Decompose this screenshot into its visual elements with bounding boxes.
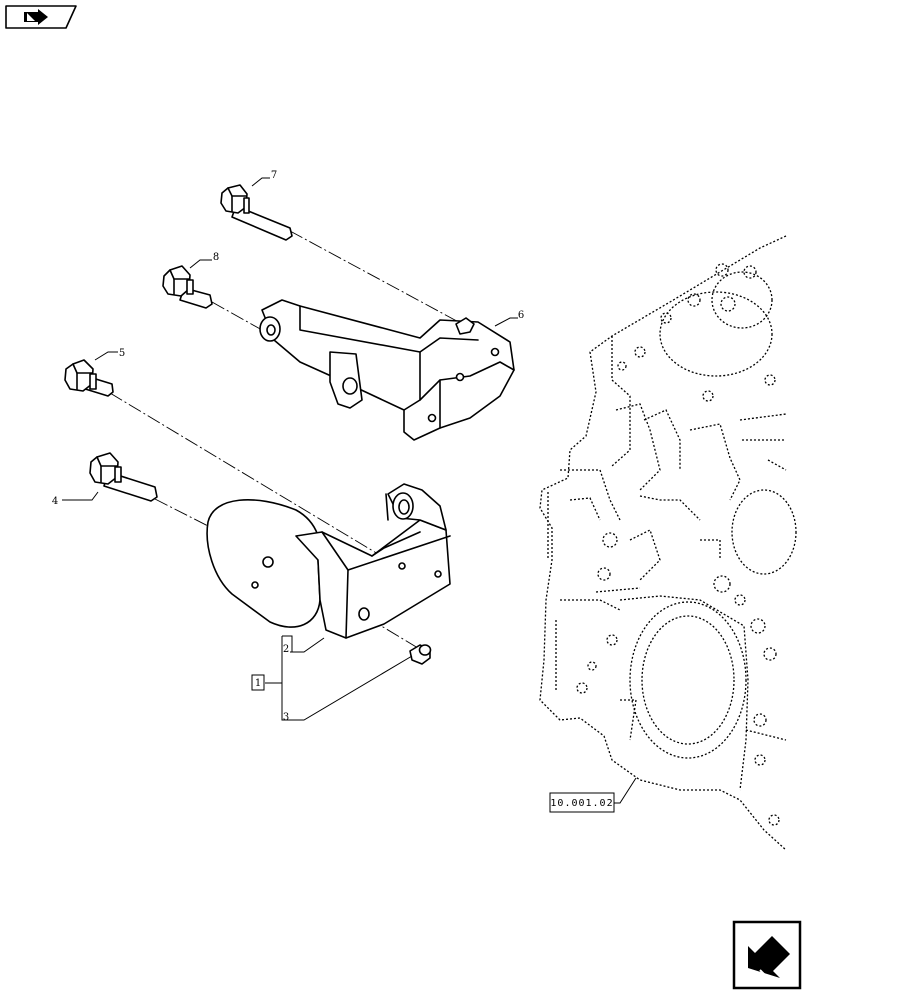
- bolt-5: [64, 359, 114, 397]
- callout-1-text: 1: [255, 678, 261, 689]
- callout-7-text: 7: [271, 170, 277, 181]
- callout-5-text: 5: [119, 348, 125, 359]
- bolt-7: [220, 184, 293, 241]
- callout-6-text: 6: [518, 310, 524, 321]
- callout-4-text: 4: [52, 496, 58, 507]
- bolt-8: [162, 265, 213, 309]
- reference-label-text: 10.001.02: [550, 798, 613, 809]
- callout-8-text: 8: [213, 252, 219, 263]
- dowel-pin-3: [409, 644, 432, 665]
- bracket-6: [259, 299, 515, 441]
- reference-label[interactable]: 10.001.02: [549, 792, 615, 813]
- bolt-4: [89, 452, 158, 502]
- callout-2-text: 2: [283, 644, 289, 655]
- callout-label-1: 1: [251, 674, 265, 691]
- book-page-arrow-icon[interactable]: [5, 5, 77, 29]
- engine-block-reference: [539, 235, 797, 851]
- support-body-2: [206, 483, 451, 639]
- callout-3-text: 3: [283, 712, 289, 723]
- callout-leaders: [62, 177, 637, 804]
- previous-page-arrow-icon[interactable]: [732, 920, 802, 990]
